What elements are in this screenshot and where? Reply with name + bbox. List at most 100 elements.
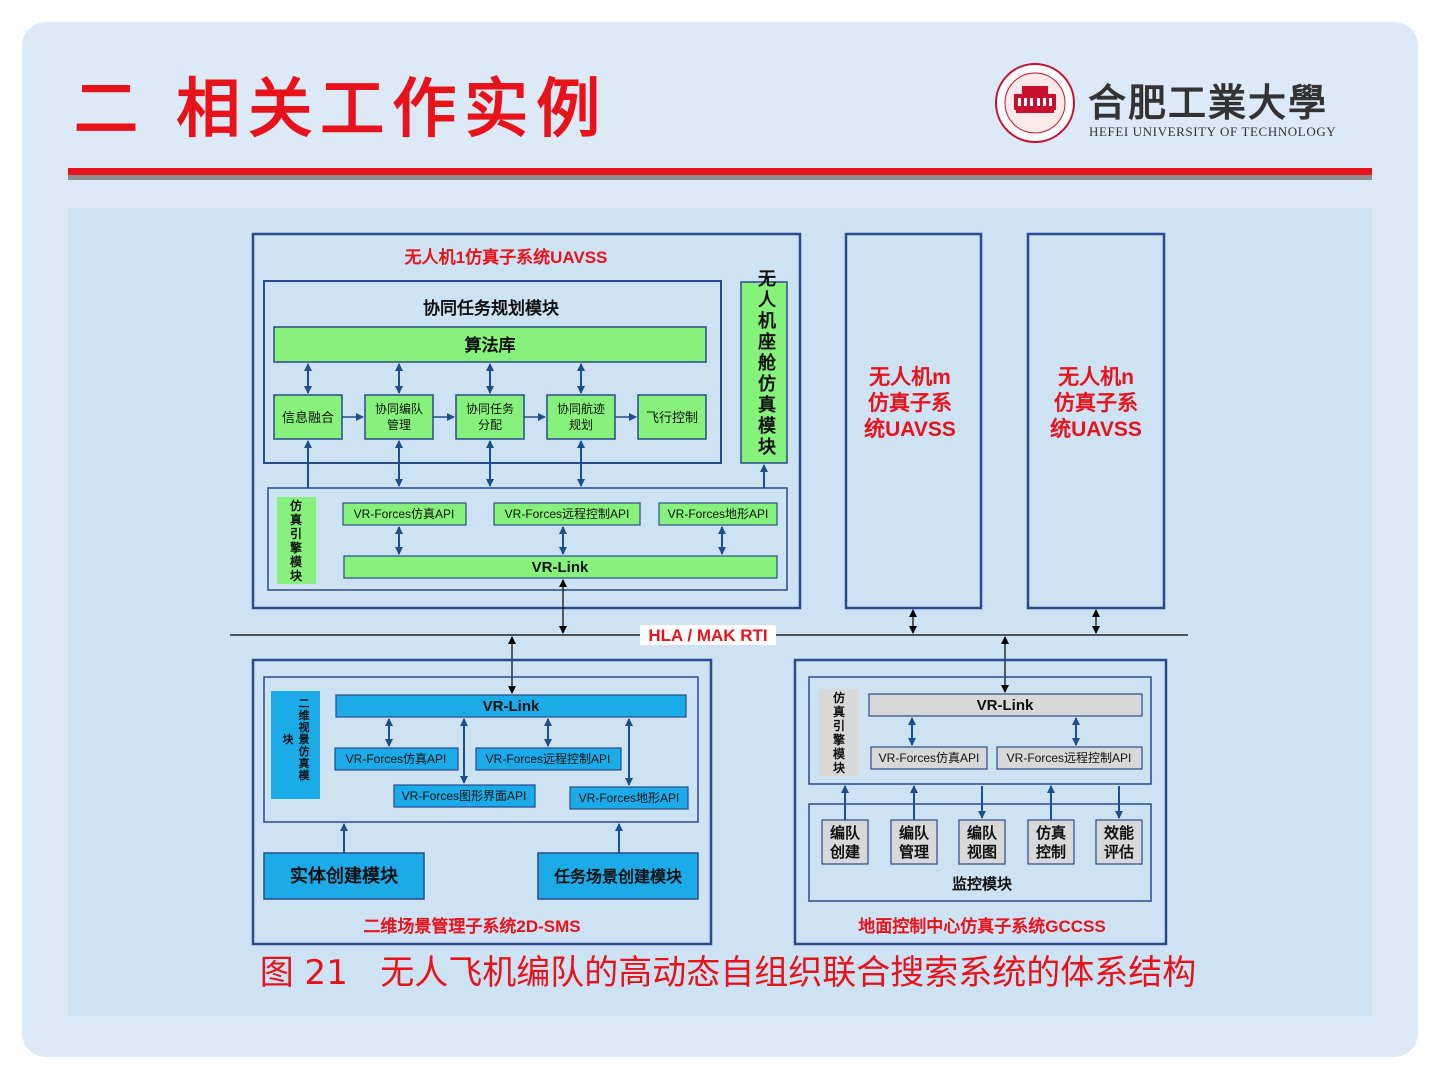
- monitor-module-title: 监控模块: [952, 875, 1013, 893]
- gccss-engine-label: 仿 真 引 擎 模 块: [833, 690, 846, 775]
- cockpit-char: 真: [758, 394, 776, 415]
- step-info-fusion-box: [273, 394, 343, 440]
- sms-vis-module-label: 二 维 视 景 仿 真 模 块: [283, 698, 311, 782]
- cockpit-char: 无: [758, 269, 776, 289]
- gccss-api-remote-box: [996, 746, 1143, 770]
- gccss-vrlink-label: VR-Link: [977, 697, 1034, 714]
- gengine-char: 引: [833, 719, 845, 733]
- title-rule-red: [68, 168, 1372, 175]
- engine-char: 仿: [290, 498, 302, 513]
- monitor-item-line: 编队: [899, 824, 930, 842]
- vis-char: 维: [299, 708, 310, 722]
- monitor-effectiveness-box: [1095, 819, 1143, 865]
- gccss-engine-label-box: [819, 689, 859, 776]
- university-name-en: HEFEI UNIVERSITY OF TECHNOLOGY: [1089, 124, 1337, 139]
- gccss-title: 地面控制中心仿真子系统GCCSS: [858, 916, 1105, 936]
- cockpit-char: 座: [758, 331, 776, 352]
- cockpit-char: 仿: [758, 373, 776, 394]
- step-route-plan-line1: 协同航迹: [557, 401, 605, 416]
- step-formation-mgmt-line2: 管理: [387, 417, 411, 432]
- gengine-char: 擎: [833, 732, 845, 747]
- monitor-items: 编队 创建 编队 管理 编队 视图 仿真 控制 效能 评估: [821, 819, 1143, 865]
- step-task-alloc-line1: 协同任务: [466, 401, 514, 416]
- gccss-vrlink-box: [868, 693, 1143, 717]
- sms-frame: [251, 658, 713, 946]
- slide-title: 二 相关工作实例: [74, 73, 609, 147]
- entity-module-label: 实体创建模块: [290, 865, 399, 886]
- rti-bus-label: HLA / MAK RTI: [648, 626, 767, 645]
- monitor-item-line: 视图: [967, 843, 997, 861]
- uavss1-engine-frame: [267, 487, 788, 591]
- rti-bus-label-bg: [640, 625, 776, 645]
- step-flight-control-box: [637, 394, 707, 440]
- gengine-char: 块: [833, 760, 846, 775]
- monitor-item-line: 效能: [1104, 824, 1134, 842]
- algorithm-library-box: [273, 326, 707, 363]
- cockpit-module-box: [740, 281, 788, 464]
- step-formation-mgmt-line1: 协同编队: [375, 401, 423, 416]
- uavss1-title: 无人机1仿真子系统UAVSS: [404, 247, 608, 267]
- uavss1-api-remote-label: VR-Forces远程控制API: [505, 506, 630, 521]
- monitor-item-line: 仿真: [1036, 824, 1066, 842]
- monitor-item-line: 控制: [1036, 843, 1066, 861]
- uavss1-vrlink-box: [343, 555, 778, 579]
- step-task-alloc-box: [455, 394, 525, 440]
- sms-vrlink-box: [335, 694, 687, 718]
- vis-char: 模: [299, 768, 311, 782]
- monitor-formation-view-box: [958, 819, 1006, 865]
- uavss1-engine-label: 仿 真 引 擎 模 块: [290, 498, 303, 583]
- university-seal-icon: [995, 63, 1075, 143]
- sms-title: 二维场景管理子系统2D-SMS: [363, 916, 580, 936]
- vis-char: 二: [299, 698, 310, 710]
- gengine-char: 模: [833, 746, 846, 761]
- vis-char: 块: [283, 732, 295, 746]
- monitor-module-frame: [808, 803, 1152, 902]
- step-route-plan-line2: 规划: [569, 417, 593, 432]
- monitor-item-line: 管理: [899, 843, 929, 861]
- monitor-formation-create-box: [821, 819, 869, 865]
- sms-api-sim-label: VR-Forces仿真API: [346, 752, 447, 766]
- sms-vis-module-box: [271, 691, 320, 799]
- planning-module-title: 协同任务规划模块: [423, 298, 560, 318]
- figure-caption: 图 21 无人飞机编队的高动态自组织联合搜索系统的体系结构: [260, 953, 1197, 993]
- uavss-n-label-line2: 仿真子系: [1054, 391, 1138, 415]
- engine-char: 擎: [290, 540, 302, 555]
- sms-api-remote-label: VR-Forces远程控制API: [486, 751, 611, 766]
- cockpit-char: 人: [758, 290, 777, 310]
- uavss1-api-sim-box: [342, 502, 467, 526]
- uavss1-api-remote-box: [493, 502, 641, 526]
- sms-api-gui-label: VR-Forces图形界面API: [402, 789, 527, 803]
- monitor-item-line: 创建: [829, 843, 861, 861]
- vis-char: 仿: [299, 744, 310, 758]
- cockpit-char: 舱: [758, 352, 777, 373]
- university-name-cn: 合肥工業大學: [1088, 80, 1329, 125]
- uavss-n-label-line1: 无人机n: [1058, 365, 1134, 389]
- sms-vrlink-label: VR-Link: [483, 698, 540, 715]
- vis-char: 真: [299, 756, 310, 770]
- sms-api-terrain-box: [569, 786, 689, 810]
- step-flight-control-label: 飞行控制: [646, 410, 698, 425]
- title-rule-grey: [68, 175, 1372, 180]
- scene-module-box: [537, 852, 699, 900]
- gccss-api-remote-label: VR-Forces远程控制API: [1007, 750, 1132, 765]
- gccss-engine-frame: [808, 676, 1152, 785]
- step-formation-mgmt-box: [364, 394, 434, 440]
- gengine-char: 仿: [833, 690, 845, 705]
- uavss-n-label-line3: 统UAVSS: [1050, 417, 1142, 441]
- step-route-plan-box: [546, 394, 616, 440]
- gccss-api-sim-label: VR-Forces仿真API: [879, 751, 980, 765]
- uavss1-api-terrain-box: [658, 502, 778, 526]
- algorithm-library-label: 算法库: [464, 335, 516, 355]
- sms-api-gui-box: [393, 784, 536, 808]
- cockpit-module-label: 无 人 机 座 舱 仿 真 模 块: [758, 269, 777, 457]
- engine-char: 模: [290, 554, 303, 569]
- vis-char: 视: [299, 720, 310, 734]
- monitor-item-line: 评估: [1104, 843, 1134, 861]
- engine-char: 真: [290, 512, 302, 527]
- gccss-api-sim-box: [870, 746, 988, 770]
- monitor-item-line: 编队: [830, 824, 861, 842]
- monitor-item-line: 编队: [967, 824, 998, 842]
- uavss-m-frame: [844, 232, 983, 610]
- uavss-m-label-line2: 仿真子系: [868, 391, 952, 415]
